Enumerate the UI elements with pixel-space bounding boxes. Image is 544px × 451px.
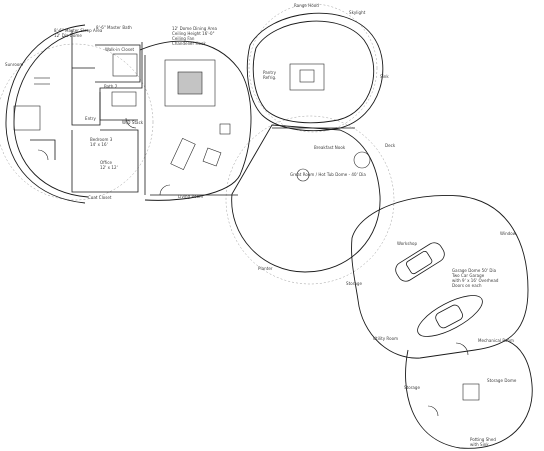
kitchen-island <box>289 63 325 91</box>
central-dome-wall <box>139 40 252 201</box>
living-bottom-label: Living Room <box>178 194 204 199</box>
garage-right-mid-label: Mechanical Room <box>478 338 514 343</box>
car-lower <box>417 295 483 337</box>
top-note-label: Range Hood <box>294 3 319 8</box>
interior-walls <box>30 30 355 196</box>
sofa <box>170 137 196 171</box>
hall-note-label: W/D Stack <box>122 120 144 125</box>
garage-right-top-label: Window <box>500 231 517 236</box>
chair <box>219 123 231 135</box>
living-dome-wall <box>231 124 381 273</box>
coffee-table <box>202 147 222 167</box>
study-label: Office 12' x 12' <box>100 160 118 170</box>
great-room-note-label: Great Room / Hot Tub Dome - 40' Dia <box>290 172 366 177</box>
right-mid-label: Deck <box>385 143 396 148</box>
bath-2-label: Bath 2 <box>104 84 118 89</box>
entry-label: Entry <box>85 116 96 121</box>
bottom-right-label: Potting Shed with Sink <box>470 437 496 447</box>
storage-dome-wall <box>405 339 533 449</box>
dimension-rings <box>0 3 395 285</box>
garage-mid-label: Utility Room <box>373 336 399 341</box>
doors <box>37 117 469 417</box>
kitchen-dome-inner <box>252 20 375 124</box>
kitchen-dome-wall <box>246 12 384 132</box>
garage-side-label: Storage <box>346 281 363 286</box>
dining-label: 12' Dome Dining Area Ceiling Height 16'-… <box>172 26 218 46</box>
garage-car-note-label: Garage Dome 50' Dia Two Car Garage with … <box>452 268 499 288</box>
bath-tub <box>111 91 137 107</box>
kitchen-right-label: Sink <box>380 74 389 79</box>
bedroom-3-label: Bedroom 3 14' x 16' <box>90 137 113 147</box>
garage-dome-wall <box>351 195 529 359</box>
master-closet-label: Walk-in Closet <box>105 47 135 52</box>
garage-top-label: Workshop <box>397 241 418 246</box>
kitchen-left-label: Pantry Refrig. <box>263 70 277 80</box>
lower-left-label: Planter <box>258 266 273 271</box>
kitchen-range <box>299 69 315 83</box>
cars <box>395 242 483 337</box>
hot-tub <box>353 151 371 169</box>
left-bottom-label: Coat Closet <box>88 195 112 200</box>
right-dome-note-label: Breakfast Nook <box>314 145 346 150</box>
master-bedroom-label: 8'-6" Master Sleep Area 12' Dia Dome <box>54 28 103 38</box>
furniture <box>13 53 480 401</box>
left-wall-label: Sunroom <box>5 62 24 67</box>
bottom-dome-note-label: Storage Dome <box>487 378 517 383</box>
bottom-left-label: Storage <box>404 385 421 390</box>
west-dome-inner-wall <box>13 29 89 198</box>
master-bath-label: 8'-6" Master Bath <box>96 25 132 30</box>
west-dome-wall <box>5 24 86 204</box>
dining-rug <box>164 59 216 107</box>
master-bed <box>13 105 41 131</box>
dining-table <box>177 71 203 95</box>
table-round <box>296 168 310 182</box>
top-right-note-label: Skylight <box>349 10 366 15</box>
bedroom-3-bed <box>112 53 138 77</box>
storage-box <box>462 383 480 401</box>
car-upper <box>395 242 445 282</box>
